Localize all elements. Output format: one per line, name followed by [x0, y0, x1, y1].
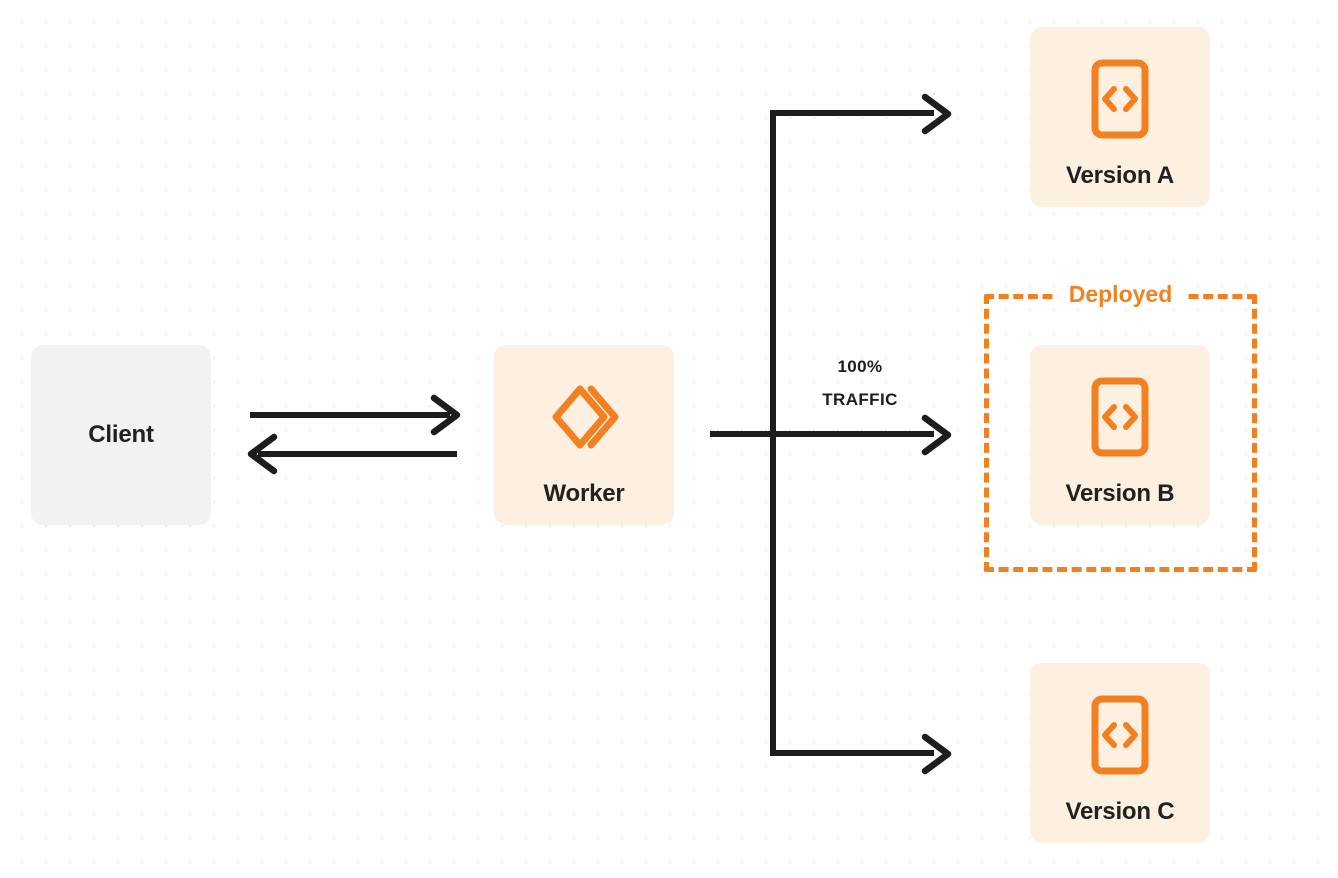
- arrow-right-icon: [921, 414, 952, 456]
- node-version-c[interactable]: Version C: [1030, 663, 1210, 843]
- arrow-left-icon: [247, 433, 278, 475]
- arrow-client-to-worker: [250, 394, 461, 436]
- node-worker-label: Worker: [543, 479, 625, 507]
- cloudflare-workers-icon: [546, 379, 622, 460]
- node-version-c-label: Version C: [1065, 797, 1175, 825]
- arrow-right-icon: [430, 394, 461, 436]
- arrow-to-version-a: [770, 93, 952, 135]
- node-version-b-label: Version B: [1065, 479, 1175, 507]
- traffic-label: 100% TRAFFIC: [790, 350, 930, 416]
- node-version-b[interactable]: Version B: [1030, 345, 1210, 525]
- traffic-unit: TRAFFIC: [822, 390, 898, 409]
- arrow-right-icon: [921, 93, 952, 135]
- node-worker[interactable]: Worker: [494, 345, 674, 525]
- node-client[interactable]: Client: [31, 345, 211, 525]
- code-file-icon: [1090, 59, 1150, 144]
- node-client-label: Client: [88, 421, 154, 448]
- group-deployed-label: Deployed: [1056, 279, 1185, 309]
- arrow-to-version-c: [770, 733, 952, 775]
- code-file-icon: [1090, 377, 1150, 462]
- code-file-icon: [1090, 695, 1150, 780]
- node-version-a-label: Version A: [1065, 161, 1175, 189]
- arrow-to-version-b: [710, 414, 952, 456]
- group-deployed: Deployed: [984, 279, 1257, 572]
- arrow-worker-to-client: [247, 433, 457, 475]
- arrow-right-icon: [921, 733, 952, 775]
- node-version-a[interactable]: Version A: [1030, 27, 1210, 207]
- traffic-percent: 100%: [837, 357, 883, 376]
